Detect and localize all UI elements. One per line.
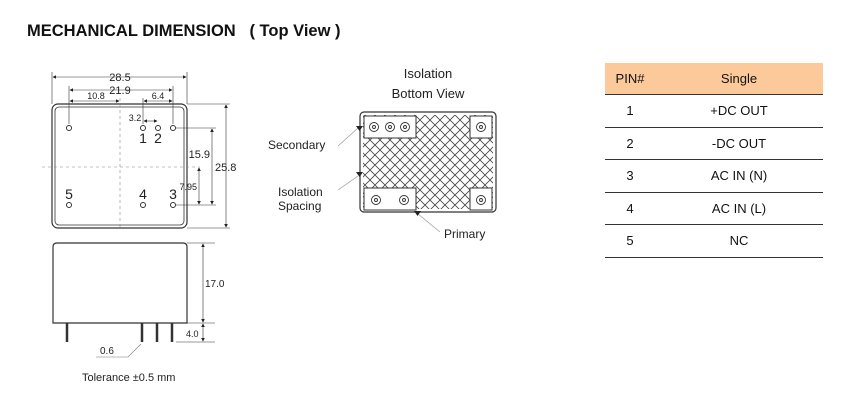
- section-title: MECHANICAL DIMENSION ( Top View ): [27, 22, 341, 40]
- dim-row-spacing: 15.9: [189, 149, 210, 161]
- dim-pin-span: 21.9: [109, 85, 130, 97]
- label-spacing: Spacing: [278, 199, 321, 213]
- bottom-view-title-1: Isolation: [404, 66, 452, 81]
- top-view: [42, 72, 230, 229]
- header-single: Single: [655, 63, 823, 95]
- dim-pin-diameter: 0.6: [100, 346, 114, 357]
- pin-label-5: 5: [65, 186, 73, 202]
- dim-pin-pitch: 3.2: [129, 113, 142, 123]
- dim-half-height: 7.95: [179, 182, 197, 192]
- pin-function: +DC OUT: [655, 94, 823, 128]
- dim-body-height: 17.0: [205, 279, 225, 290]
- pin-function: -DC OUT: [655, 127, 823, 160]
- pin-number: 5: [605, 224, 655, 258]
- bottom-view-title-2: Bottom View: [392, 86, 465, 101]
- pin-number: 3: [605, 159, 655, 193]
- pin-number: 1: [605, 94, 655, 128]
- dim-center-offset: 10.8: [87, 91, 105, 101]
- top-view-labels: 28.5 21.9 10.8 6.4 3.2 15.9 25.8 7.95 1 …: [65, 72, 236, 202]
- table-row: 1+DC OUT: [605, 94, 823, 128]
- pin-number: 2: [605, 127, 655, 160]
- pin-function: AC IN (N): [655, 159, 823, 193]
- label-primary: Primary: [444, 227, 485, 241]
- pin-label-3: 3: [169, 186, 177, 202]
- side-view: [52, 242, 215, 358]
- pin-label-4: 4: [139, 186, 147, 202]
- pin-label-1: 1: [139, 130, 147, 146]
- pins: [65, 323, 174, 342]
- dim-overall-height: 25.8: [215, 162, 236, 174]
- pin-number: 4: [605, 192, 655, 225]
- dim-overall-width: 28.5: [109, 72, 130, 84]
- tolerance-note: Tolerance ±0.5 mm: [82, 372, 175, 384]
- header-pin: PIN#: [605, 63, 655, 95]
- dim-pin-offset: 6.4: [152, 91, 165, 101]
- pin-holes: [66, 125, 176, 208]
- table-row: 2-DC OUT: [605, 127, 823, 160]
- pin-function: NC: [655, 224, 823, 258]
- pin-function: AC IN (L): [655, 192, 823, 225]
- label-secondary: Secondary: [268, 138, 325, 152]
- pin-label-2: 2: [154, 130, 162, 146]
- dim-pin-length: 4.0: [186, 329, 199, 339]
- label-isolation: Isolation: [278, 185, 323, 199]
- bottom-view: [337, 111, 497, 233]
